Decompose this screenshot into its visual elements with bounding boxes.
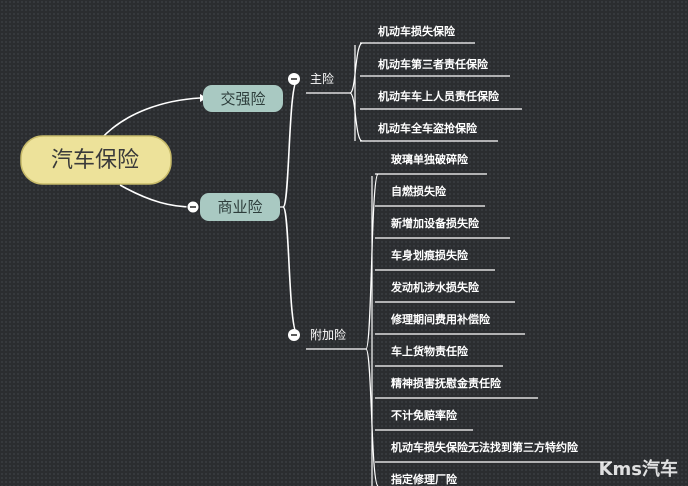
leaf-item-label: 机动车第三者责任保险 xyxy=(378,57,489,71)
group-label-addon: 附加险 xyxy=(310,327,346,342)
leaf-item[interactable]: 车身划痕损失险 xyxy=(375,248,495,271)
leaf-item[interactable]: 机动车车上人员责任保险 xyxy=(360,89,522,110)
branch-node-shangye-box xyxy=(200,193,280,221)
leaf-item-label: 新增加设备损失险 xyxy=(391,216,480,230)
collapse-button-addon[interactable] xyxy=(288,329,300,341)
leaf-item-label: 机动车损失保险无法找到第三方特约险 xyxy=(391,440,579,454)
leaf-item[interactable]: 发动机涉水损失险 xyxy=(375,280,515,303)
leaf-item-label: 自燃损失险 xyxy=(391,184,447,198)
branch-node-jiaoqiang-label: 交强险 xyxy=(220,90,265,108)
leaf-item-label: 精神损害抚慰金责任险 xyxy=(391,376,502,390)
leaf-item-label: 发动机涉水损失险 xyxy=(390,280,480,294)
leaf-item-label: 指定修理厂险 xyxy=(391,472,458,486)
leaf-item-label: 机动车车上人员责任保险 xyxy=(378,89,500,103)
leaf-item-label: 不计免赔率险 xyxy=(391,408,458,422)
leaf-item[interactable]: 玻璃单独破碎险 xyxy=(375,152,487,175)
leaf-item[interactable]: 新增加设备损失险 xyxy=(375,216,510,239)
group-label-main: 主险 xyxy=(310,71,334,86)
leaf-item[interactable]: 指定修理厂险 xyxy=(391,472,458,486)
leaf-item[interactable]: 机动车全车盗抢保险 xyxy=(360,121,498,142)
leaf-item-label: 机动车全车盗抢保险 xyxy=(378,121,478,135)
branch-node-shangye-label: 商业险 xyxy=(217,198,262,216)
leaf-item-label: 车身划痕损失险 xyxy=(391,248,469,262)
branch-node-jiaoqiang-box xyxy=(203,85,283,112)
leaf-item-label: 机动车损失保险 xyxy=(378,24,456,38)
connector-shangye-addon xyxy=(282,206,299,336)
watermark-logo: Kms汽车 xyxy=(599,458,678,480)
collapse-button-main[interactable] xyxy=(288,73,300,85)
leaf-item-label: 修理期间费用补偿险 xyxy=(390,312,491,326)
leaf-list-addon: 玻璃单独破碎险 自燃损失险 新增加设备损失险 车身划痕损失险 发动机涉水损失险 … xyxy=(375,152,612,486)
root-node-box xyxy=(20,135,172,185)
leaf-item[interactable]: 修理期间费用补偿险 xyxy=(375,312,525,335)
collapse-button-shangye[interactable] xyxy=(186,200,200,214)
leaf-list-main: 机动车损失保险 机动车第三者责任保险 机动车车上人员责任保险 机动车全车盗抢保险 xyxy=(360,24,522,142)
leaf-item[interactable]: 机动车第三者责任保险 xyxy=(360,57,510,77)
branch-node-jiaoqiang[interactable]: 交强险 xyxy=(203,85,283,112)
leaf-item[interactable]: 自燃损失险 xyxy=(375,184,485,207)
brace-main xyxy=(349,42,363,142)
leaf-item[interactable]: 机动车损失保险无法找到第三方特约险 xyxy=(375,440,612,463)
connector-shangye-main xyxy=(282,78,299,208)
connector-root-shangye xyxy=(119,184,194,208)
leaf-item[interactable]: 车上货物责任险 xyxy=(375,344,503,367)
root-node-label: 汽车保险 xyxy=(51,148,139,173)
connector-root-jiaoqiang xyxy=(99,97,201,141)
leaf-item[interactable]: 机动车损失保险 xyxy=(360,24,475,44)
leaf-item[interactable]: 不计免赔率险 xyxy=(375,408,473,431)
leaf-item-label: 玻璃单独破碎险 xyxy=(391,152,469,166)
root-node[interactable]: 汽车保险 xyxy=(20,135,172,185)
branch-node-shangye[interactable]: 商业险 xyxy=(200,193,280,221)
leaf-item[interactable]: 精神损害抚慰金责任险 xyxy=(375,376,538,399)
leaf-item-label: 车上货物责任险 xyxy=(391,344,469,358)
